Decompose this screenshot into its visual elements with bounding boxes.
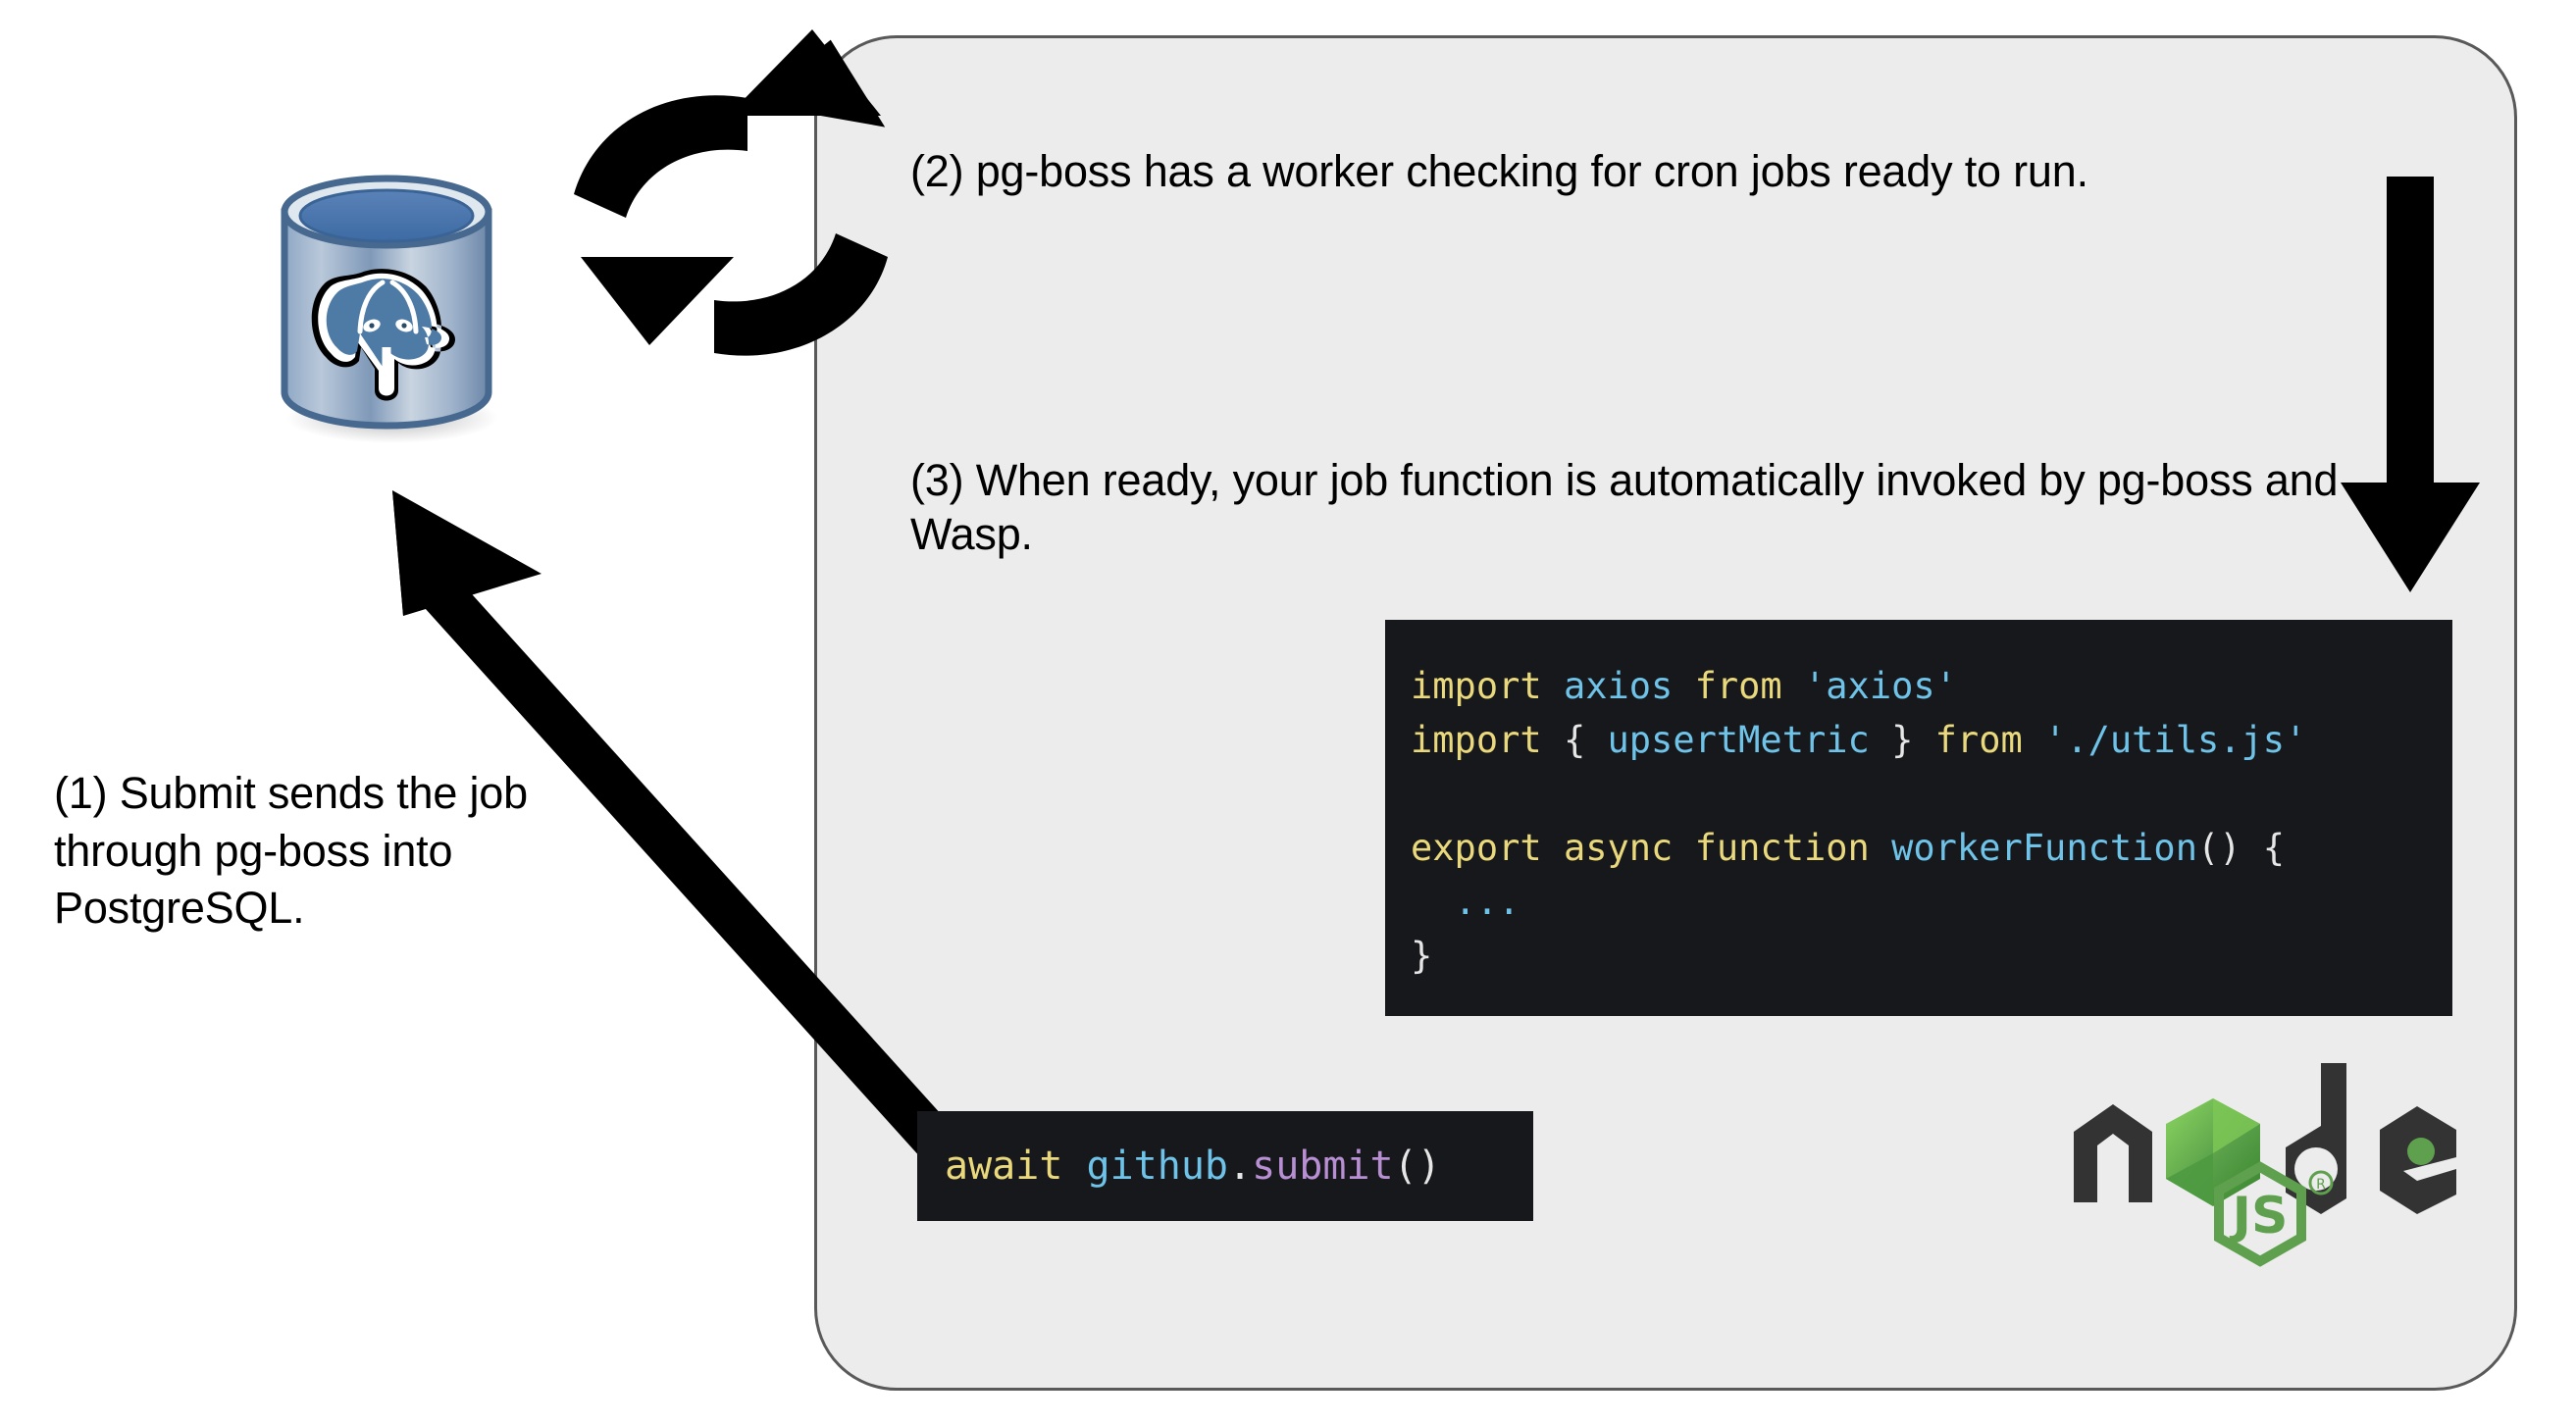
nodejs-logo: JS R [2068,1061,2464,1279]
code-brace-open: { [1563,719,1586,761]
code-brace-close: } [1891,719,1914,761]
step-2-caption: (2) pg-boss has a worker checking for cr… [910,146,2088,196]
step-3-caption: (3) When ready, your job function is aut… [910,455,2339,559]
code-keyword-from-2: from [1934,719,2023,761]
svg-text:R: R [2316,1177,2326,1193]
worker-function-code-block: import axios from 'axios' import { upser… [1385,620,2452,1016]
postgresql-logo [267,165,512,449]
code-function-name-workerfunction: workerFunction [1891,827,2197,869]
node-js-badge-text: JS [2230,1187,2289,1246]
code-method-submit: submit [1252,1144,1394,1189]
code-dot-operator: . [1228,1144,1253,1189]
code-identifier-axios: axios [1563,665,1674,707]
step-1-caption: (1) Submit sends the job through pg-boss… [54,768,528,933]
code-closing-brace: } [1411,935,1433,977]
code-keyword-async: async [1563,827,1674,869]
code-keyword-import: import [1411,665,1542,707]
code-parens-open-brace: () { [2196,827,2286,869]
code-keyword-import-2: import [1411,719,1542,761]
code-keyword-await: await [945,1144,1063,1189]
code-keyword-export: export [1411,827,1542,869]
code-keyword-function: function [1694,827,1870,869]
code-call-parens: () [1393,1144,1441,1189]
code-identifier-github: github [1086,1144,1229,1189]
code-identifier-upsertmetric: upsertMetric [1607,719,1870,761]
code-ellipsis: ... [1454,881,1520,923]
code-string-utils: './utils.js' [2044,719,2307,761]
submit-call-code-block: await github.submit() [917,1111,1533,1221]
code-keyword-from: from [1694,665,1782,707]
code-string-axios: 'axios' [1804,665,1957,707]
